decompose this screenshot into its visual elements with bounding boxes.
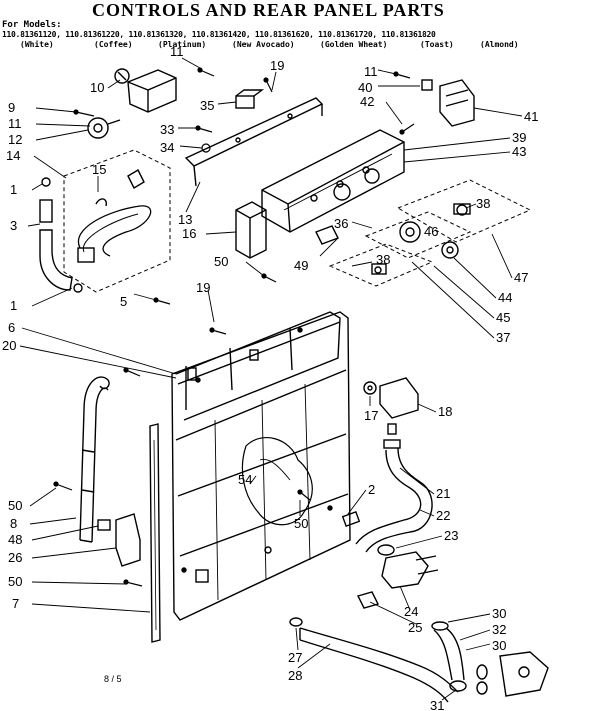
- callout-26: 26: [8, 550, 22, 565]
- screws: [53, 67, 415, 587]
- callout-numbers: 11 19 11 40 10 35 42 41 9 11 33 39 12 34…: [2, 44, 538, 711]
- callout-31: 31: [430, 698, 444, 711]
- callout-54: 54: [238, 472, 252, 487]
- connector-25: [356, 591, 380, 609]
- callout-50: 50: [214, 254, 228, 269]
- callout-40: 40: [358, 80, 372, 95]
- callout-6: 6: [8, 320, 15, 335]
- callout-33: 33: [160, 122, 174, 137]
- callout-48: 48: [8, 532, 22, 547]
- callout-39: 39: [512, 130, 526, 145]
- callout-50: 50: [8, 574, 22, 589]
- callout-35: 35: [200, 98, 214, 113]
- color-label-golden-wheat: (Golden Wheat): [320, 40, 388, 49]
- page-title: CONTROLS AND REAR PANEL PARTS: [92, 0, 445, 20]
- drain-hose: [79, 376, 110, 543]
- control-console: [261, 129, 405, 233]
- bracket-26: [97, 513, 141, 567]
- line-cord-group: [39, 149, 171, 293]
- callout-10: 10: [90, 80, 104, 95]
- color-label-new-avocado: (New Avocado): [232, 40, 295, 49]
- callout-12: 12: [8, 132, 22, 147]
- callout-34: 34: [160, 140, 174, 155]
- pump-assembly: [341, 511, 439, 589]
- callout-27: 27: [288, 650, 302, 665]
- callout-37: 37: [496, 330, 510, 345]
- rear-panel: [171, 311, 351, 621]
- callout-18: 18: [438, 404, 452, 419]
- callout-19: 19: [270, 58, 284, 73]
- callout-9: 9: [8, 100, 15, 115]
- color-label-almond: (Almond): [480, 40, 519, 49]
- callout-11: 11: [170, 44, 184, 59]
- callout-14: 14: [6, 148, 20, 163]
- callout-28: 28: [288, 668, 302, 683]
- pump-outlet: [431, 621, 549, 697]
- callout-5: 5: [120, 294, 127, 309]
- leader-lines: [19, 57, 523, 701]
- callout-49: 49: [294, 258, 308, 273]
- callout-1: 1: [10, 298, 17, 313]
- callout-20: 20: [2, 338, 16, 353]
- callout-23: 23: [444, 528, 458, 543]
- callout-15: 15: [92, 162, 106, 177]
- lower-drain-hose: [289, 617, 459, 703]
- callout-44: 44: [498, 290, 512, 305]
- callout-2: 2: [368, 482, 375, 497]
- callout-38: 38: [376, 252, 390, 267]
- rotary-switch-group: [364, 211, 472, 259]
- color-label-white: (White): [20, 40, 54, 49]
- callout-43: 43: [512, 144, 526, 159]
- switch-group-lower: [328, 243, 434, 287]
- callout-24: 24: [404, 604, 418, 619]
- switch-bracket-41: [421, 79, 475, 127]
- color-label-coffee: (Coffee): [94, 40, 133, 49]
- callout-41: 41: [524, 109, 538, 124]
- callout-36: 36: [334, 216, 348, 231]
- callout-19: 19: [196, 280, 210, 295]
- callout-30: 30: [492, 638, 506, 653]
- callout-45: 45: [496, 310, 510, 325]
- callout-38: 38: [476, 196, 490, 211]
- callout-16: 16: [182, 226, 196, 241]
- callout-32: 32: [492, 622, 506, 637]
- water-valve: [363, 377, 419, 435]
- color-label-toast: (Toast): [420, 40, 454, 49]
- page-footer: 8 / 5: [104, 674, 122, 684]
- callout-7: 7: [12, 596, 19, 611]
- callout-3: 3: [10, 218, 17, 233]
- callout-8: 8: [10, 516, 17, 531]
- color-label-platinum: (Platinum): [158, 40, 207, 49]
- callout-50: 50: [294, 516, 308, 531]
- callout-21: 21: [436, 486, 450, 501]
- callout-25: 25: [408, 620, 422, 635]
- callout-22: 22: [436, 508, 450, 523]
- callout-46: 46: [424, 224, 438, 239]
- control-bracket: [184, 97, 324, 187]
- callout-42: 42: [360, 94, 374, 109]
- callout-50: 50: [8, 498, 22, 513]
- switch-group-upper: [396, 179, 532, 243]
- timer-assembly: [114, 68, 177, 113]
- upper-panel-frame: [175, 311, 341, 421]
- knob-12: [87, 117, 121, 139]
- switch-35: [235, 89, 265, 109]
- callout-47: 47: [514, 270, 528, 285]
- callout-13: 13: [178, 212, 192, 227]
- callout-30: 30: [492, 606, 506, 621]
- callout-11: 11: [8, 116, 22, 131]
- callout-11: 11: [364, 64, 378, 79]
- models-line: 110.81361120, 110.81361220, 110.81361320…: [2, 30, 436, 39]
- callout-1: 1: [10, 182, 17, 197]
- knob-16: [235, 201, 267, 259]
- callout-17: 17: [364, 408, 378, 423]
- models-label: For Models:: [2, 20, 62, 30]
- fill-hose: [355, 439, 433, 553]
- side-rail: [149, 423, 161, 643]
